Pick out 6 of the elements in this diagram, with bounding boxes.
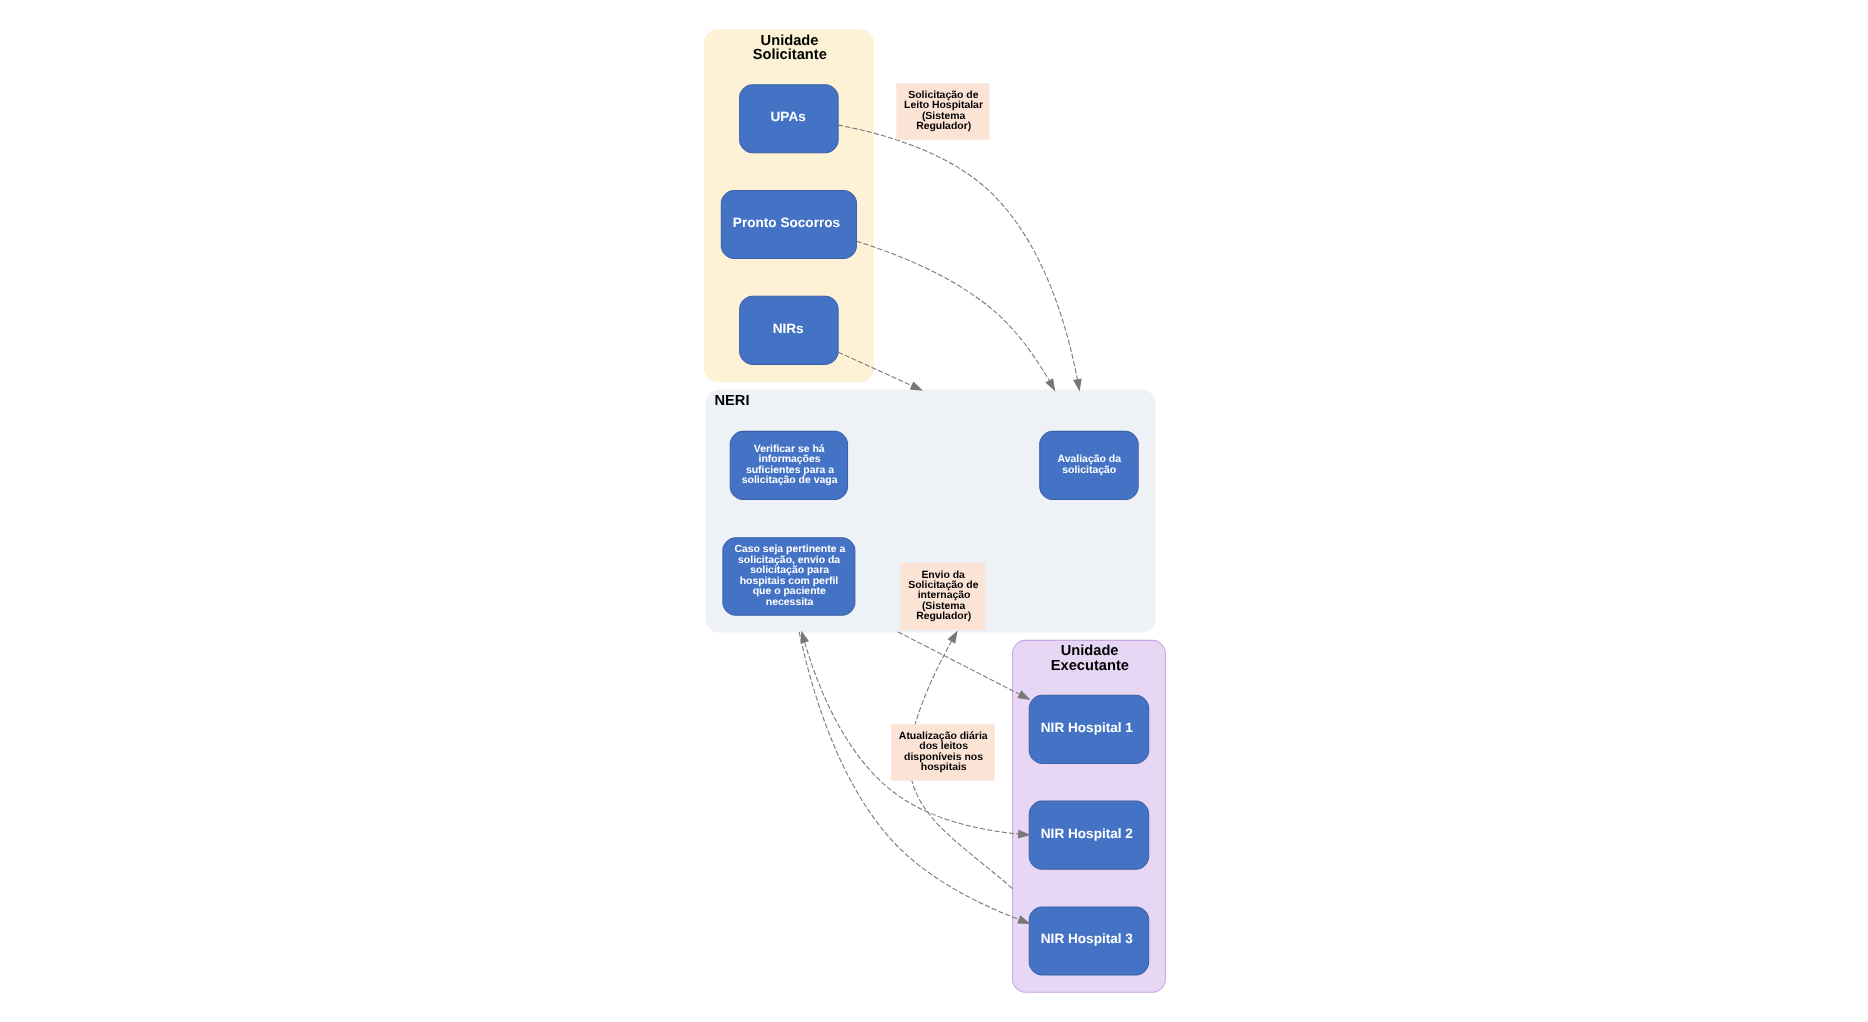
arrow [855,240,1055,392]
arrow [799,630,1030,839]
arrow [797,631,1030,924]
arrow [836,351,923,391]
arrow [896,631,1030,700]
arrow [836,124,1081,392]
